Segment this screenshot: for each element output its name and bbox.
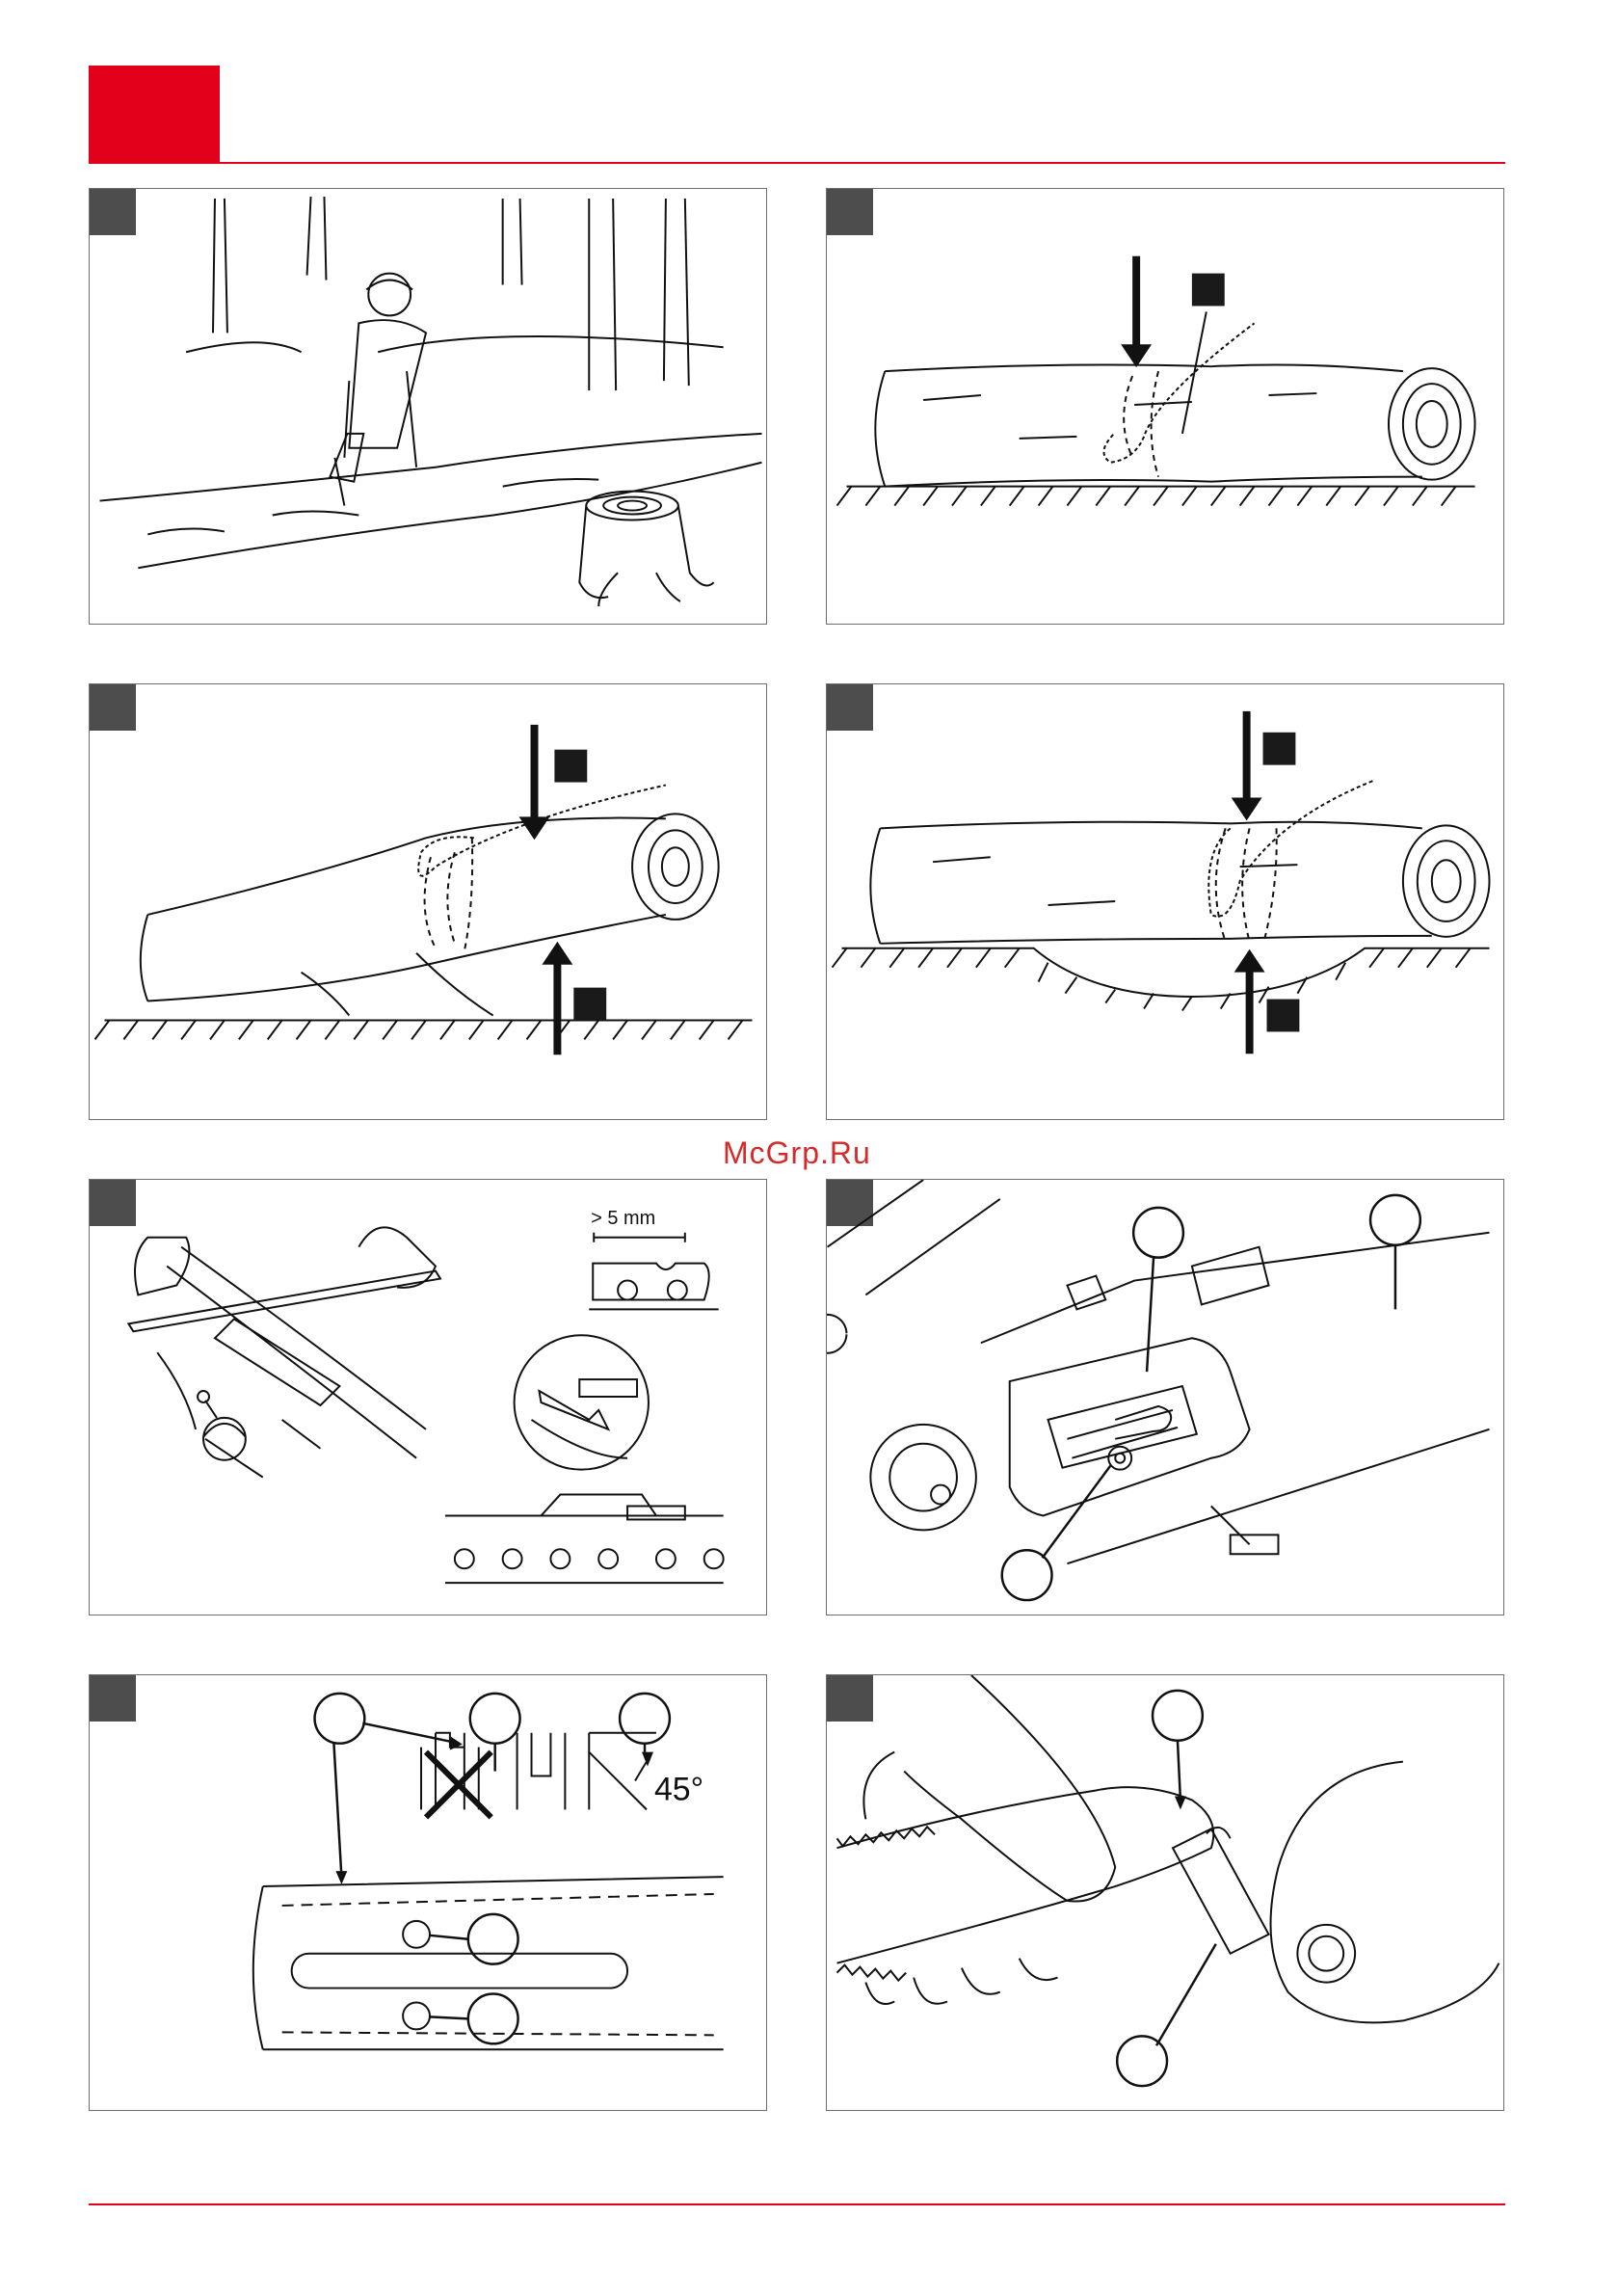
panel-log-over-dip	[826, 683, 1504, 1120]
log-end-supported-illustration	[90, 684, 766, 1119]
panel-chain-sharpening: > 5 mm	[89, 1179, 767, 1615]
panel-log-flat	[826, 188, 1504, 625]
bar-inspection-illustration: 45°	[90, 1675, 766, 2110]
panel-log-end-supported	[89, 683, 767, 1120]
log-flat-illustration	[827, 189, 1503, 624]
sprocket-greasing-illustration	[827, 1675, 1503, 2110]
footer-rule	[89, 2203, 1505, 2205]
bar-mounting-illustration	[827, 1180, 1503, 1615]
panel-bar-mounting	[826, 1179, 1504, 1615]
angle-label: 45°	[654, 1771, 703, 1807]
chain-sharpening-illustration: > 5 mm	[90, 1180, 766, 1615]
section-color-tab	[89, 66, 220, 162]
header-rule	[89, 162, 1505, 164]
forest-sawing-illustration	[90, 189, 766, 624]
panel-forest-sawing	[89, 188, 767, 625]
watermark-text: McGrp.Ru	[723, 1135, 871, 1171]
log-over-dip-illustration	[827, 684, 1503, 1119]
panel-sprocket-greasing	[826, 1674, 1504, 2111]
depth-gauge-label: > 5 mm	[591, 1208, 655, 1229]
panel-bar-inspection: 45°	[89, 1674, 767, 2111]
